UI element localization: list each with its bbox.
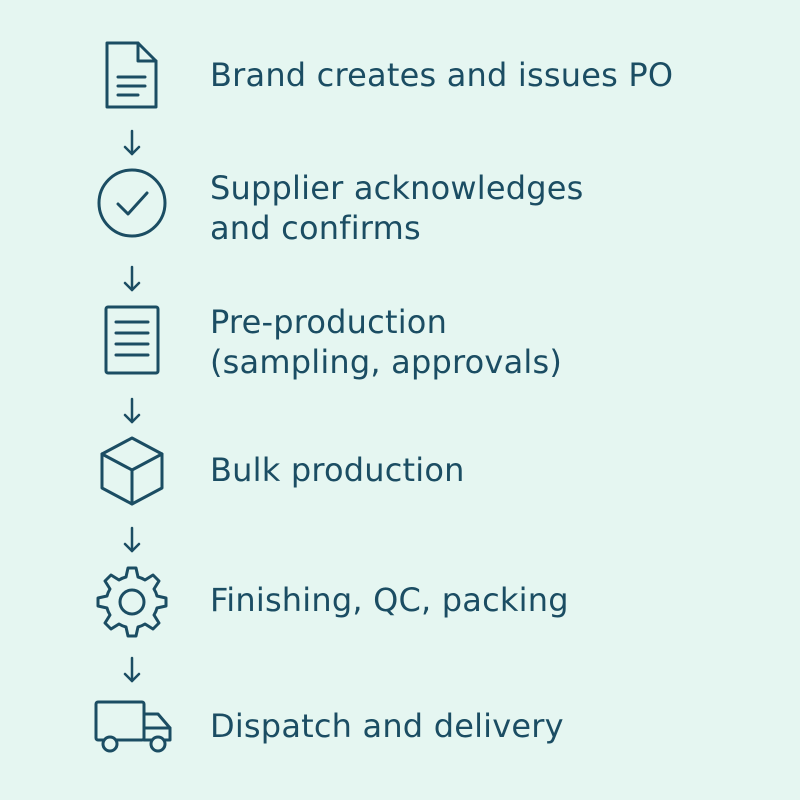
down-arrow-icon: [120, 655, 144, 685]
step-label: Supplier acknowledges and confirms: [210, 169, 584, 247]
step-label: Brand creates and issues PO: [210, 56, 674, 94]
step-label: Bulk production: [210, 451, 465, 489]
down-arrow-icon: [120, 264, 144, 294]
step-label: Finishing, QC, packing: [210, 581, 569, 619]
document-icon: [92, 35, 172, 115]
down-arrow-icon: [120, 128, 144, 158]
down-arrow-icon: [120, 525, 144, 555]
list-document-icon: [92, 300, 172, 380]
down-arrow-icon: [120, 396, 144, 426]
truck-icon: [92, 690, 178, 770]
step-label: Pre-production (sampling, approvals): [210, 303, 563, 381]
check-circle-icon: [92, 163, 172, 243]
step-label: Dispatch and delivery: [210, 707, 564, 745]
box-icon: [92, 430, 172, 510]
gear-icon: [92, 560, 172, 640]
